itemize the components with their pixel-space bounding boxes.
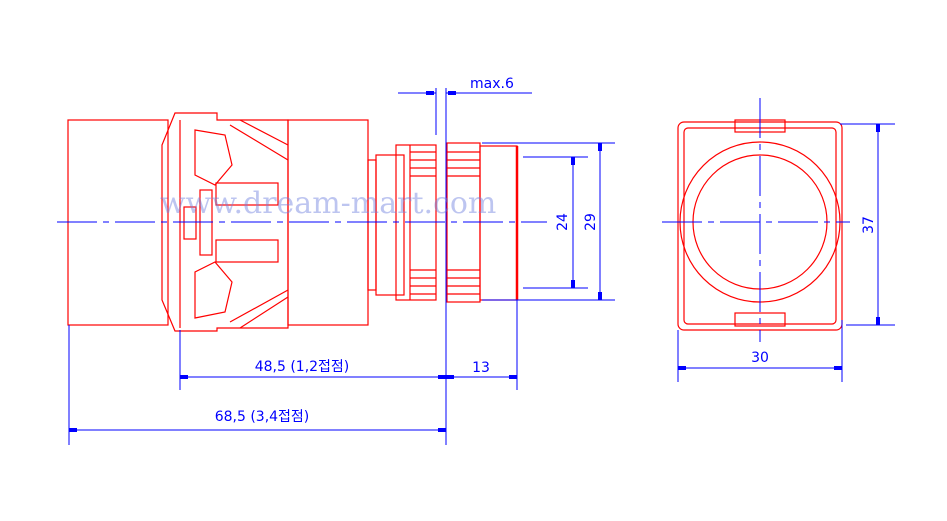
bottom-tab bbox=[734, 312, 786, 327]
housing-rear bbox=[161, 112, 289, 332]
front-view: 37 30 bbox=[662, 98, 895, 382]
dim-max6-label: max.6 bbox=[470, 76, 514, 92]
collar bbox=[375, 154, 405, 296]
housing-bevels bbox=[229, 119, 289, 329]
panel-nut-knurl bbox=[447, 151, 480, 295]
side-view: max.6 24 29 48,5 (1,2접점) 13 68,5 (3,4접점) bbox=[57, 76, 880, 445]
contact-window-top bbox=[215, 182, 279, 206]
dim-48-5-label: 48,5 (1,2접점) bbox=[255, 359, 350, 375]
dim-29-label: 29 bbox=[583, 213, 599, 231]
dim-13-label: 13 bbox=[472, 360, 490, 376]
watermark: www.dream-mart.com bbox=[160, 186, 496, 221]
dim-37-label: 37 bbox=[861, 216, 877, 234]
dim-24-label: 24 bbox=[555, 213, 571, 231]
dim-30-label: 30 bbox=[751, 350, 769, 366]
brand-label bbox=[183, 206, 197, 240]
contact-window-bottom bbox=[215, 239, 279, 263]
neck bbox=[367, 159, 377, 291]
terminal-screws bbox=[194, 129, 233, 319]
dim-68-5-label: 68,5 (3,4접점) bbox=[215, 409, 310, 425]
bezel bbox=[479, 145, 518, 301]
